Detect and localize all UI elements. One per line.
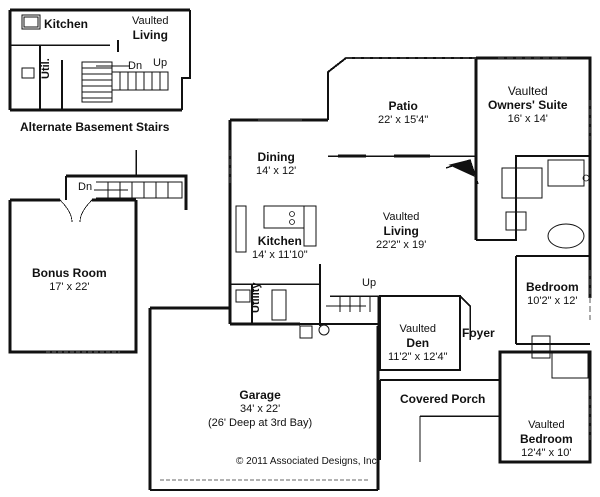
utility-label: Utility — [250, 282, 262, 313]
windows — [229, 57, 591, 440]
inset-dn-label: Dn — [128, 60, 143, 72]
bonus-walls — [8, 198, 138, 354]
bedroom2-label: Vaulted Bedroom 12'4" x 10' — [520, 419, 573, 459]
owners-suite-label: Vaulted Owners' Suite 16' x 14' — [488, 84, 568, 125]
dining-label: Dining 14' x 12' — [256, 150, 297, 177]
inset-walls — [8, 8, 191, 112]
inset-vaulted-living-label: Vaulted Living — [132, 15, 169, 42]
main-up-label: Up — [362, 277, 377, 289]
copyright-text: © 2011 Associated Designs, Inc. — [236, 456, 380, 467]
bonus-dn-label: Dn — [78, 181, 93, 193]
bonus-room-label: Bonus Room 17' x 22' — [32, 266, 107, 293]
inset-stairs — [81, 61, 169, 103]
foyer-label: Foyer — [462, 326, 495, 340]
garage-label: Garage 34' x 22' (26' Deep at 3rd Bay) — [208, 388, 313, 429]
living-label: Vaulted Living 22'2" x 19' — [376, 211, 427, 251]
patio-label: Patio 22' x 15'4" — [378, 99, 429, 126]
bedroom1-label: Bedroom 10'2" x 12' — [526, 280, 579, 307]
inset-up-label: Up — [153, 57, 168, 69]
den-label: Vaulted Den 11'2" x 12'4" — [388, 323, 448, 363]
bonus-stairs — [65, 150, 188, 210]
inset-util-label: Util. — [40, 58, 52, 79]
kitchen-label: Kitchen 14' x 11'10" — [252, 234, 308, 261]
covered-porch-label: Covered Porch — [400, 392, 486, 406]
inset-kitchen-label: Kitchen — [44, 17, 89, 31]
inset-caption: Alternate Basement Stairs — [20, 120, 170, 134]
